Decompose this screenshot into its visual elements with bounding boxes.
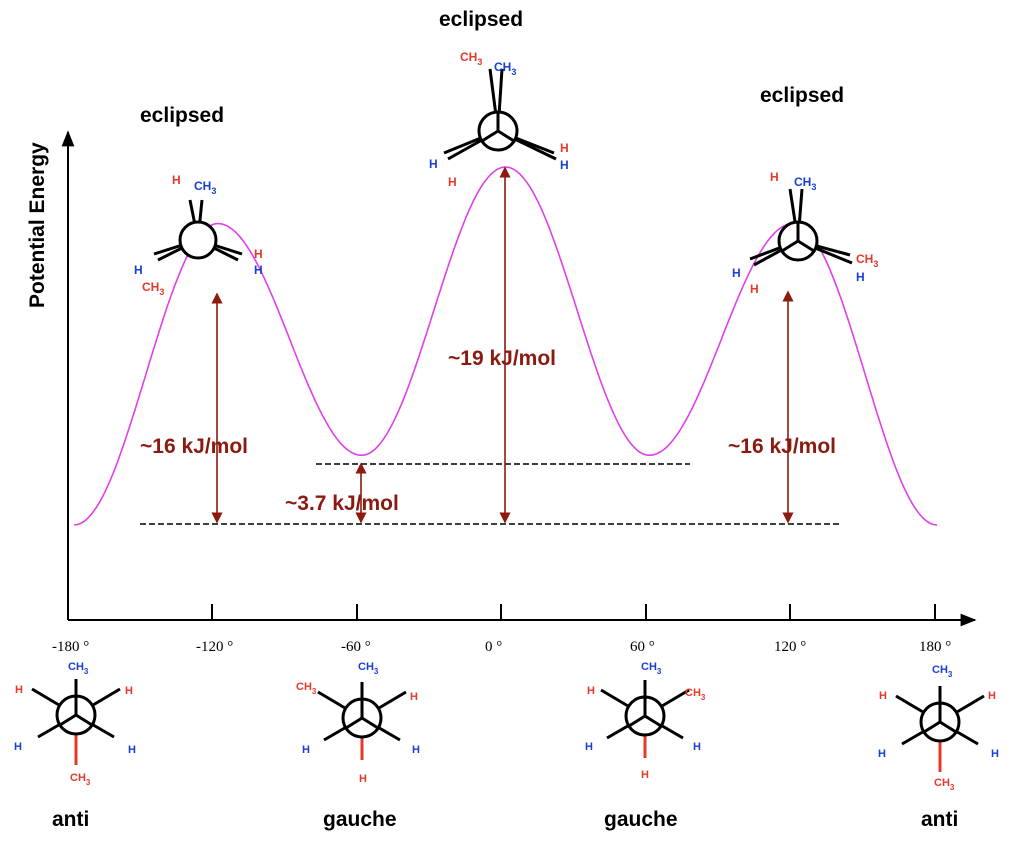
newman-eclipsed-zero: CH3 CH3 H H H H [429, 50, 569, 189]
atom-h: H [560, 158, 569, 172]
energy-label-plus120: ~16 kJ/mol [728, 435, 836, 458]
atom-ch3: CH3 [70, 772, 91, 787]
atom-h: H [412, 744, 420, 756]
atom-h: H [856, 270, 865, 284]
y-axis-label: Potential Energy [26, 142, 49, 308]
peak-label-plus120: eclipsed [760, 84, 844, 107]
atom-ch3: CH3 [194, 179, 216, 196]
atom-h: H [732, 266, 741, 280]
atom-ch3: CH3 [794, 175, 816, 192]
newman-eclipsed-minus120: H CH3 H CH3 H H [134, 173, 263, 297]
newman-eclipsed-plus120: H CH3 H H CH3 H [732, 170, 878, 296]
newman-gauche-right: CH3 H CH3 H H H [585, 661, 706, 781]
energy-label-minus120: ~16 kJ/mol [140, 435, 248, 458]
x-tick-label: -60 ° [341, 639, 371, 655]
atom-ch3: CH3 [358, 661, 379, 676]
atom-h: H [14, 741, 22, 753]
atom-ch3: CH3 [142, 280, 164, 297]
peak-label-minus120: eclipsed [140, 104, 224, 127]
atom-h: H [585, 741, 593, 753]
atom-ch3: CH3 [856, 252, 878, 269]
conformer-label-gauche-left: gauche [323, 808, 397, 831]
atom-ch3: CH3 [934, 777, 955, 792]
atom-ch3: CH3 [932, 664, 953, 679]
atom-ch3: CH3 [685, 687, 706, 702]
atom-h: H [359, 773, 367, 785]
newman-anti-left: CH3 H H H H CH3 [14, 661, 136, 787]
atom-h: H [125, 685, 133, 697]
atom-h: H [15, 684, 23, 696]
atom-h: H [172, 173, 181, 187]
x-tick-label: 60 ° [630, 639, 655, 655]
atom-h: H [254, 263, 263, 277]
atom-h: H [991, 748, 999, 760]
atom-ch3: CH3 [460, 50, 482, 67]
atom-h: H [770, 170, 779, 184]
x-tick-label: -120 ° [196, 639, 233, 655]
atom-h: H [448, 175, 457, 189]
atom-ch3: CH3 [494, 60, 516, 77]
atom-h: H [302, 744, 310, 756]
energy-label-minus60: ~3.7 kJ/mol [285, 492, 399, 515]
atom-h: H [879, 690, 887, 702]
atom-h: H [750, 282, 759, 296]
atom-h: H [988, 690, 996, 702]
newman-anti-right: CH3 H H H H CH3 [878, 664, 999, 792]
atom-ch3: CH3 [68, 661, 89, 676]
atom-h: H [641, 769, 649, 781]
conformer-label-gauche-right: gauche [604, 808, 678, 831]
atom-h: H [560, 141, 569, 155]
atom-ch3: CH3 [641, 661, 662, 676]
peak-label-zero: eclipsed [439, 8, 523, 31]
atom-ch3: CH3 [296, 681, 317, 696]
x-tick-label: -180 ° [52, 639, 89, 655]
atom-h: H [128, 744, 136, 756]
x-tick-label: 120 ° [774, 639, 806, 655]
x-tick-label: 180 ° [919, 639, 951, 655]
energy-label-zero: ~19 kJ/mol [448, 347, 556, 370]
atom-h: H [254, 247, 263, 261]
x-tick-label: 0 ° [485, 639, 502, 655]
conformer-label-anti-left: anti [52, 808, 89, 831]
atom-h: H [693, 741, 701, 753]
newman-gauche-left: CH3 CH3 H H H H [296, 661, 420, 785]
atom-h: H [410, 691, 418, 703]
atom-h: H [587, 685, 595, 697]
atom-h: H [134, 263, 143, 277]
conformer-label-anti-right: anti [921, 808, 958, 831]
atom-h: H [878, 748, 886, 760]
atom-h: H [429, 157, 438, 171]
x-ticks: -180 ° -120 ° -60 ° 0 ° 60 ° 120 ° 180 ° [52, 604, 951, 655]
